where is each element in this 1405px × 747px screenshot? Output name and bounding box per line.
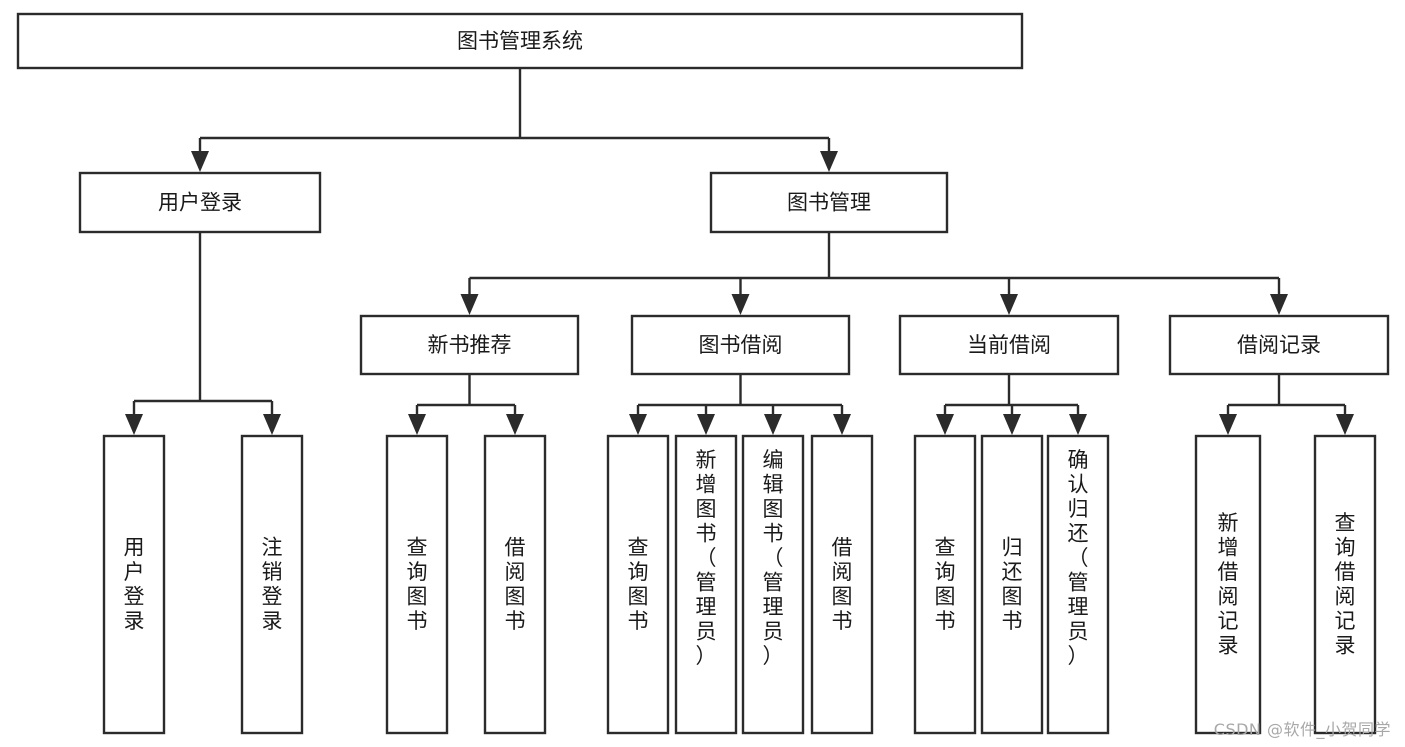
arrow-head-icon	[191, 151, 209, 172]
node-box[interactable]	[102, 434, 166, 735]
arrow-head-icon	[263, 414, 281, 435]
node-box[interactable]	[1046, 434, 1110, 735]
connector-group	[125, 232, 281, 435]
node-label: 新增借阅记录	[1218, 511, 1239, 658]
arrow-head-icon	[1336, 414, 1354, 435]
arrow-head-icon	[1000, 294, 1018, 315]
node-leaf-confirm-return[interactable]: 确认归还（管理员）	[1046, 434, 1110, 735]
connector-group	[460, 232, 1288, 315]
node-box[interactable]	[16, 12, 1024, 70]
node-label: 新增图书（管理员）	[696, 448, 717, 668]
node-box[interactable]	[913, 434, 977, 735]
node-label: 借阅图书	[505, 536, 526, 634]
arrow-head-icon	[506, 414, 524, 435]
arrow-head-icon	[408, 414, 426, 435]
connector-layer	[125, 68, 1354, 435]
node-layer: 图书管理系统用户登录图书管理新书推荐图书借阅当前借阅借阅记录用户登录注销登录查询…	[16, 12, 1390, 735]
node-label: 查询图书	[935, 536, 956, 634]
node-leaf-borrow-book[interactable]: 借阅图书	[810, 434, 874, 735]
node-book-borrow[interactable]: 图书借阅	[630, 314, 851, 376]
node-label: 借阅图书	[832, 536, 853, 634]
node-user-login[interactable]: 用户登录	[78, 171, 322, 234]
node-leaf-query-record[interactable]: 查询借阅记录	[1313, 434, 1377, 735]
node-label: 用户登录	[158, 191, 242, 215]
node-box[interactable]	[741, 434, 805, 735]
node-book-manage[interactable]: 图书管理	[709, 171, 949, 234]
node-leaf-cur-query-book[interactable]: 查询图书	[913, 434, 977, 735]
node-label: 用户登录	[124, 536, 145, 634]
arrow-head-icon	[764, 414, 782, 435]
node-label: 编辑图书（管理员）	[763, 448, 784, 668]
node-box[interactable]	[674, 434, 738, 735]
node-label: 借阅记录	[1237, 333, 1321, 357]
node-leaf-edit-book[interactable]: 编辑图书（管理员）	[741, 434, 805, 735]
node-leaf-add-record[interactable]: 新增借阅记录	[1194, 434, 1262, 735]
node-box[interactable]	[1168, 314, 1390, 376]
node-box[interactable]	[630, 314, 851, 376]
connector-group	[191, 68, 838, 172]
node-borrow-record[interactable]: 借阅记录	[1168, 314, 1390, 376]
arrow-head-icon	[697, 414, 715, 435]
node-box[interactable]	[810, 434, 874, 735]
node-box[interactable]	[1194, 434, 1262, 735]
node-box[interactable]	[709, 171, 949, 234]
watermark-label: CSDN @软件_小贺同学	[1213, 720, 1391, 739]
node-box[interactable]	[240, 434, 304, 735]
arrow-head-icon	[125, 414, 143, 435]
node-box[interactable]	[1313, 434, 1377, 735]
arrow-head-icon	[833, 414, 851, 435]
node-leaf-return-book[interactable]: 归还图书	[980, 434, 1044, 735]
node-label: 查询图书	[628, 536, 649, 634]
node-box[interactable]	[78, 171, 322, 234]
node-leaf-user-login[interactable]: 用户登录	[102, 434, 166, 735]
node-label: 新书推荐	[428, 333, 512, 357]
node-label: 查询借阅记录	[1335, 511, 1356, 658]
node-box[interactable]	[980, 434, 1044, 735]
node-box[interactable]	[606, 434, 670, 735]
arrow-head-icon	[731, 294, 750, 315]
arrow-head-icon	[629, 414, 647, 435]
node-label: 归还图书	[1002, 536, 1023, 634]
node-label: 图书借阅	[699, 333, 783, 357]
node-label: 当前借阅	[967, 333, 1051, 357]
arrow-head-icon	[1069, 414, 1087, 435]
node-leaf-rec-borrow-book[interactable]: 借阅图书	[483, 434, 547, 735]
arrow-head-icon	[820, 151, 838, 172]
node-label: 注销登录	[262, 536, 283, 634]
connector-group	[936, 374, 1087, 435]
arrow-head-icon	[936, 414, 954, 435]
node-box[interactable]	[898, 314, 1120, 376]
node-box[interactable]	[483, 434, 547, 735]
arrow-head-icon	[460, 294, 479, 315]
arrow-head-icon	[1219, 414, 1237, 435]
node-new-book-rec[interactable]: 新书推荐	[359, 314, 580, 376]
node-current-borrow[interactable]: 当前借阅	[898, 314, 1120, 376]
node-label: 图书管理系统	[457, 29, 583, 53]
node-leaf-add-book[interactable]: 新增图书（管理员）	[674, 434, 738, 735]
node-label: 确认归还（管理员）	[1068, 448, 1089, 668]
arrow-head-icon	[1270, 294, 1288, 315]
arrow-head-icon	[1003, 414, 1021, 435]
node-box[interactable]	[385, 434, 449, 735]
connector-group	[1219, 374, 1354, 435]
connector-group	[629, 374, 851, 435]
node-leaf-user-logout[interactable]: 注销登录	[240, 434, 304, 735]
node-label: 图书管理	[787, 191, 871, 215]
node-box[interactable]	[359, 314, 580, 376]
node-root[interactable]: 图书管理系统	[16, 12, 1024, 70]
node-leaf-rec-query-book[interactable]: 查询图书	[385, 434, 449, 735]
node-leaf-borrow-query-book[interactable]: 查询图书	[606, 434, 670, 735]
connector-group	[408, 374, 524, 435]
node-label: 查询图书	[407, 536, 428, 634]
